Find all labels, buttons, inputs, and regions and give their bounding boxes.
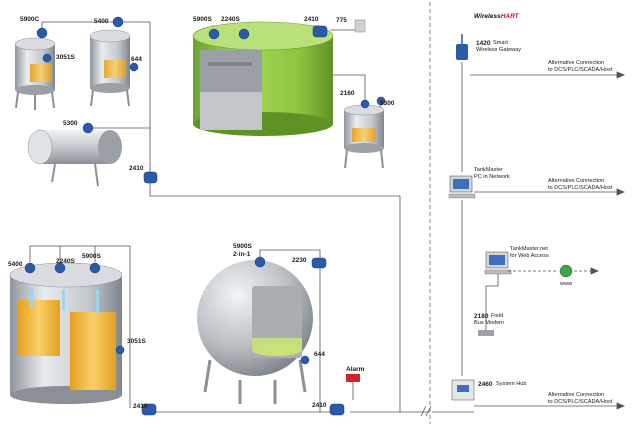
label-5300: 5300 xyxy=(63,120,78,127)
transmitter-5900s-sphere-icon xyxy=(254,256,266,268)
display-2230-icon xyxy=(311,257,327,269)
wireless-adapter-2410-green-icon xyxy=(312,25,328,38)
www-label: www xyxy=(560,281,573,287)
alt-conn-1-line2: to DCS/PLC/SCADA/Host xyxy=(548,67,613,73)
label-5900s-big: 5900S xyxy=(82,253,101,260)
transmitter-5300-small-icon xyxy=(376,96,386,106)
wireless-adapter-2410-sphere-icon xyxy=(329,403,345,416)
web-line2: for Web Access xyxy=(510,253,549,259)
transmitters xyxy=(24,16,386,416)
transmitter-5900s-icon xyxy=(208,28,220,40)
web-to-modem-line xyxy=(485,274,499,330)
transmitter-3051s-big-icon xyxy=(115,345,125,355)
label-2410-sphere: 2410 xyxy=(312,402,327,409)
wireless-adapter-2410-icon xyxy=(143,171,158,184)
label-alarm: Alarm xyxy=(346,366,365,373)
wireless-adapter-2410-big-icon xyxy=(141,403,157,416)
horizontal-tank xyxy=(27,129,122,187)
wire-big-tank-drops xyxy=(59,246,96,262)
transmitter-644-sphere-icon xyxy=(300,355,310,365)
alt-conn-2-line1: Alternative Connection xyxy=(548,178,605,184)
cable-break-symbol xyxy=(420,405,432,417)
fieldbus-model: 2180 xyxy=(474,313,489,320)
wire-trunk xyxy=(149,178,401,412)
transmitter-5300-icon xyxy=(82,122,94,134)
label-644: 644 xyxy=(131,56,142,63)
fieldbus-line2: Bus Modem xyxy=(474,320,504,326)
label-2240s-green: 2240S xyxy=(221,16,240,23)
steel-tank-1 xyxy=(14,37,56,110)
network-devices xyxy=(448,34,573,401)
transmitter-2240s-big-icon xyxy=(54,262,66,274)
label-644-sphere: 644 xyxy=(314,351,325,358)
transmitter-2160-icon xyxy=(360,99,370,109)
transmitter-5400-icon xyxy=(112,16,124,28)
gateway-model: 1420 xyxy=(476,40,491,47)
hub-model: 2460 xyxy=(478,381,493,388)
fieldbus-line1: Field xyxy=(491,313,504,319)
globe-icon xyxy=(559,264,573,278)
steel-tank-2 xyxy=(89,29,131,107)
alt-conn-3-line1: Alternative Connection xyxy=(548,392,605,398)
label-2410-mid: 2410 xyxy=(129,165,144,172)
tankmaster-line2: PC in Network xyxy=(474,174,510,180)
alt-conn-3-line2: to DCS/PLC/SCADA/Host xyxy=(548,399,613,405)
hub-name: System Hub xyxy=(496,381,527,387)
label-5400-tank2: 5400 xyxy=(94,18,109,25)
label-5400-big: 5400 xyxy=(8,261,23,268)
alt-conn-2-line2: to DCS/PLC/SCADA/Host xyxy=(548,185,613,191)
network-lines xyxy=(432,62,499,413)
label-5900s-sphere: 5900S xyxy=(233,243,252,250)
gateway-name-2: Wireless Gateway xyxy=(476,47,522,53)
wireless-thum-775-icon xyxy=(354,19,366,33)
alarm-icon xyxy=(346,374,360,382)
spherical-tank xyxy=(197,260,313,404)
transmitter-5900s-big-icon xyxy=(89,262,101,274)
wirelesshart-brand: WirelessHART xyxy=(474,13,519,20)
transmitter-5900c-icon xyxy=(36,27,48,39)
tankmaster-line1: TankMaster xyxy=(474,167,503,173)
large-storage-tank xyxy=(9,262,123,404)
wire-top-tanks xyxy=(41,21,151,178)
label-3051s-big: 3051S xyxy=(127,338,146,345)
wire-sphere xyxy=(259,249,321,412)
transmitter-644-icon xyxy=(129,62,139,72)
transmitter-5400-big-icon xyxy=(24,262,36,274)
gateway-icon xyxy=(456,44,468,60)
label-2410-green: 2410 xyxy=(304,16,319,23)
arrows xyxy=(470,71,626,410)
label-2410-big: 2410 xyxy=(133,403,148,410)
label-3051s: 3051S xyxy=(56,54,75,61)
web-line1: TankMaster.net xyxy=(510,246,548,252)
transmitter-2240s-icon xyxy=(238,28,250,40)
label-2230: 2230 xyxy=(292,257,307,264)
transmitter-3051s-icon xyxy=(42,53,52,63)
small-steel-tank xyxy=(343,104,385,169)
green-storage-tank xyxy=(192,21,334,136)
label-5900c: 5900C xyxy=(20,16,40,23)
fieldbus-modem-icon xyxy=(478,330,494,336)
label-775: 775 xyxy=(336,17,347,24)
label-5300-small: 5300 xyxy=(380,100,395,107)
label-2in1: 2-in-1 xyxy=(233,251,251,258)
label-5900s-green: 5900S xyxy=(193,16,212,23)
alt-conn-1-line1: Alternative Connection xyxy=(548,60,605,66)
gateway-name-1: Smart xyxy=(493,40,508,46)
label-2240s-big: 2240S xyxy=(56,258,75,265)
wire-big-tank xyxy=(29,245,131,408)
label-2160: 2160 xyxy=(340,90,355,97)
